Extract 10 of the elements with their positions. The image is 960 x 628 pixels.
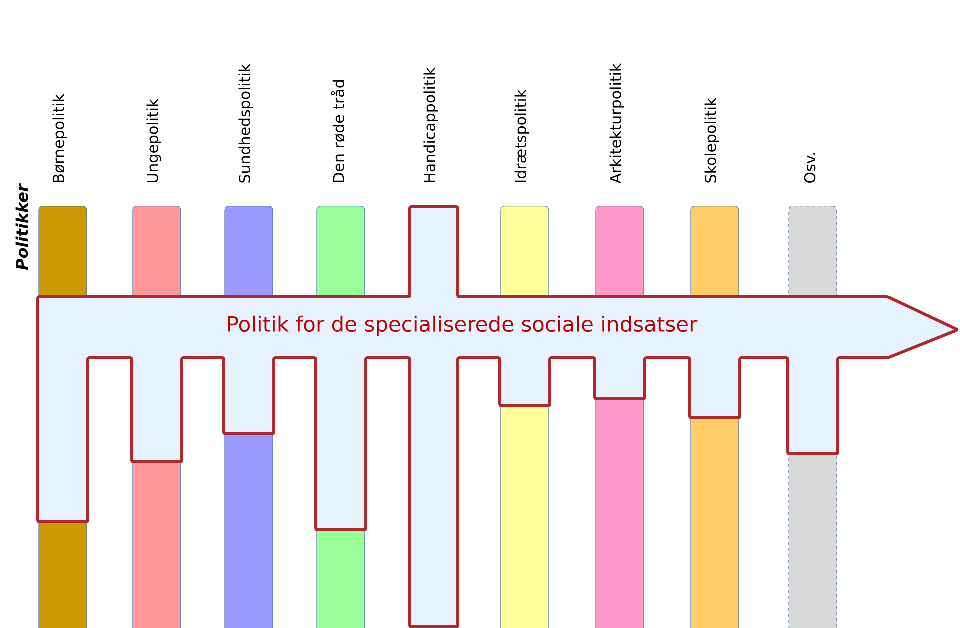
bar-label: Skolepolitik [704,98,720,183]
heading: Politikker [16,183,28,270]
bar-label: Den røde tråd [331,80,345,182]
bar-label: Børnepolitik [52,94,68,182]
bar-label: Sundhedspolitik [238,64,254,183]
bar-label: Osv. [804,153,816,183]
bar-label: Ungepolitik [146,98,162,182]
bar-label: Arkitekturpolitik [610,63,624,184]
bar-label: Handicappolitik [424,67,438,182]
bar-label: Idrætspolitik [514,90,530,182]
